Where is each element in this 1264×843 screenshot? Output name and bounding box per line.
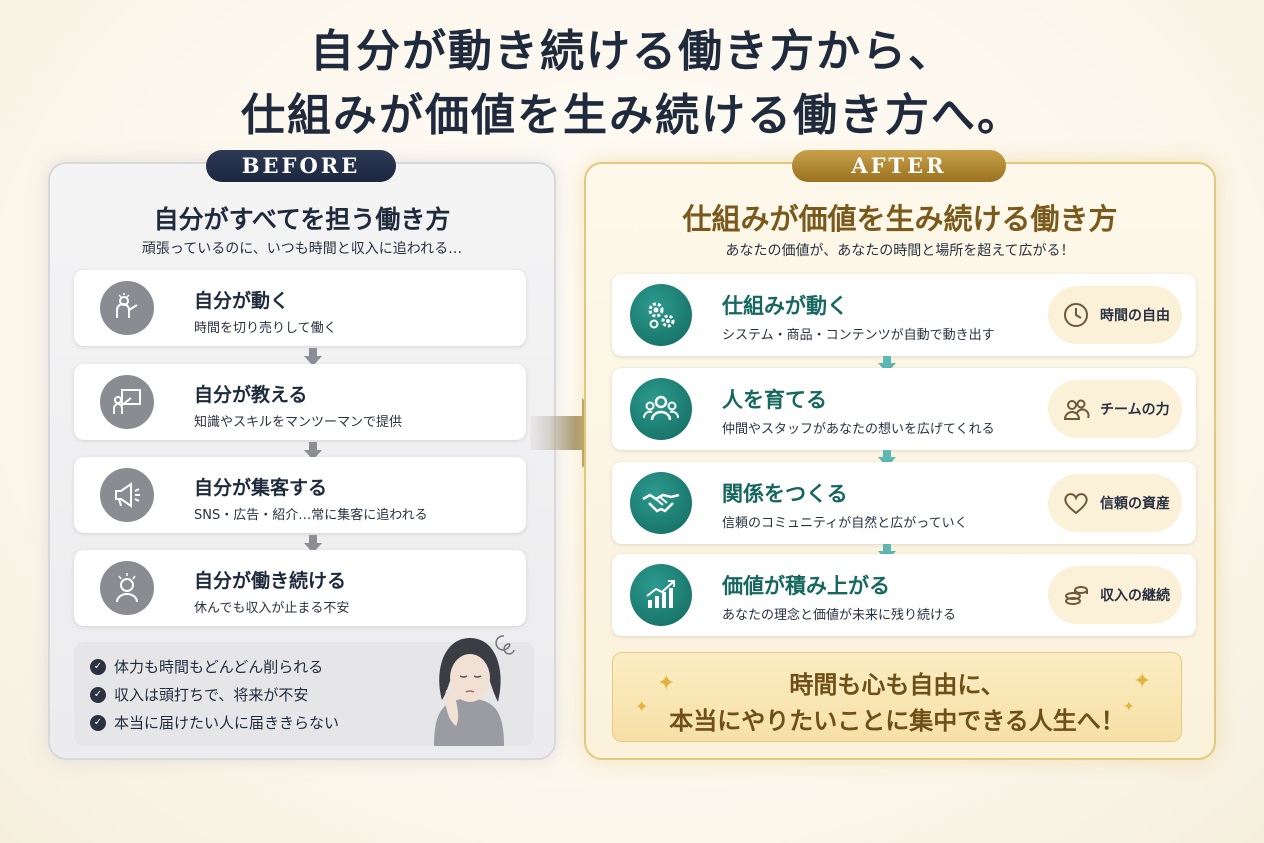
after-card-desc: あなたの理念と価値が未来に残り続ける — [722, 608, 957, 623]
flow-arrow-stem — [883, 356, 891, 364]
after-title: 仕組みが価値を生み続ける働き方 — [682, 202, 1118, 236]
problem-item: ✓ 体力も時間もどんどん削られる — [90, 656, 323, 677]
after-card-title: 人を育てる — [722, 388, 827, 412]
after-card-3: 関係をつくる 信頼のコミュニティが自然と広がっていく 信頼の資産 — [612, 462, 1196, 544]
handshake-icon — [630, 472, 692, 534]
after-panel: AFTER 仕組みが価値を生み続ける働き方 あなたの価値が、あなたの時間と場所を… — [584, 150, 1216, 760]
benefit-label: 収入の継続 — [1100, 588, 1170, 604]
headline-line-2: 仕組みが価値を生み続ける働き方へ。 — [241, 90, 1023, 141]
worried-woman-illustration — [434, 635, 515, 746]
after-card-4: 価値が積み上がる あなたの理念と価値が未来に残り続ける 収入の継続 — [612, 554, 1196, 636]
after-card-title: 関係をつくる — [722, 482, 848, 506]
people-icon — [1063, 399, 1090, 420]
problem-item: ✓ 本当に届けたい人に届ききらない — [90, 712, 339, 733]
after-card-desc: 信頼のコミュニティが自然と広がっていく — [722, 516, 968, 531]
check-icon: ✓ — [90, 714, 106, 731]
after-card-desc: システム・商品・コンテンツが自動で動き出す — [722, 328, 995, 343]
before-card-desc: 知識やスキルをマンツーマンで提供 — [194, 415, 403, 430]
before-subtitle: 頑張っているのに、いつも時間と収入に追われる… — [141, 241, 463, 257]
flow-arrow-stem — [883, 450, 891, 458]
sparkle-icon: ✦ — [1133, 669, 1152, 694]
before-title: 自分がすべてを担う働き方 — [153, 205, 451, 234]
sparkle-icon: ✦ — [635, 697, 649, 716]
check-icon: ✓ — [90, 686, 106, 703]
problem-text: 体力も時間もどんどん削られる — [114, 658, 324, 676]
after-subtitle: あなたの価値が、あなたの時間と場所を超えて広がる！ — [725, 243, 1075, 259]
team-icon — [630, 378, 692, 440]
check-icon: ✓ — [90, 658, 106, 675]
before-card-title: 自分が働き続ける — [194, 570, 347, 592]
before-panel: BEFORE 自分がすべてを担う働き方 頑張っているのに、いつも時間と収入に追わ… — [48, 150, 556, 760]
problem-text: 本当に届けたい人に届ききらない — [114, 714, 340, 732]
heart-icon — [1064, 493, 1088, 515]
flow-arrow-stem — [883, 544, 891, 552]
megaphone-icon — [100, 468, 154, 522]
clock-icon — [1064, 303, 1088, 327]
growth-chart-icon — [630, 564, 692, 626]
benefit-pill: 時間の自由 — [1048, 286, 1182, 344]
benefit-label: 信頼の資産 — [1100, 496, 1170, 512]
sparkle-icon: ✦ — [657, 671, 676, 696]
after-card-title: 価値が積み上がる — [722, 574, 890, 598]
before-card-4: 自分が働き続ける 休んでも収入が止まる不安 — [74, 550, 526, 626]
person-presenting-icon — [100, 281, 154, 335]
before-tag: BEFORE — [206, 150, 396, 182]
benefit-label: チームの力 — [1100, 402, 1170, 418]
after-conclusion-box: ✦ ✦ ✦ ✦ 時間も心も自由に、 本当にやりたいことに集中できる人生へ！ — [612, 652, 1182, 742]
flow-arrow-stem — [309, 535, 317, 543]
before-card-desc: 休んでも収入が止まる不安 — [194, 601, 350, 616]
headline: 自分が動き続ける働き方から、 仕組みが価値を生み続ける働き方へ。 — [0, 20, 1264, 148]
before-problems-box: ✓ 体力も時間もどんどん削られる ✓ 収入は頭打ちで、将来が不安 ✓ 本当に届け… — [74, 635, 534, 746]
down-arrow-icon — [304, 450, 322, 460]
benefit-label: 時間の自由 — [1100, 308, 1170, 324]
after-card-title: 仕組みが動く — [722, 294, 848, 318]
before-card-3: 自分が集客する SNS・広告・紹介…常に集客に追われる — [74, 457, 526, 533]
sparkle-icon: ✦ — [1123, 699, 1135, 715]
benefit-pill: 信頼の資産 — [1048, 474, 1182, 532]
conclusion-line-2: 本当にやりたいことに集中できる人生へ！ — [669, 706, 1125, 735]
after-card-desc: 仲間やスタッフがあなたの想いを広げてくれる — [722, 422, 995, 437]
down-arrow-icon — [304, 543, 322, 553]
after-card-1: 仕組みが動く システム・商品・コンテンツが自動で動き出す 時間の自由 — [612, 274, 1196, 356]
flow-arrow-stem — [309, 442, 317, 450]
before-card-title: 自分が教える — [194, 384, 308, 406]
benefit-pill: チームの力 — [1048, 380, 1182, 438]
stressed-person-icon — [100, 561, 154, 615]
after-tag: AFTER — [792, 150, 1006, 182]
after-card-2: 人を育てる 仲間やスタッフがあなたの想いを広げてくれる チームの力 — [612, 368, 1196, 450]
headline-line-1: 自分が動き続ける働き方から、 — [310, 26, 954, 77]
flow-arrow-stem — [309, 348, 317, 356]
teaching-board-icon — [100, 375, 154, 429]
before-card-title: 自分が集客する — [194, 477, 328, 499]
problem-text: 収入は頭打ちで、将来が不安 — [114, 686, 309, 704]
before-card-desc: SNS・広告・紹介…常に集客に追われる — [194, 508, 428, 523]
before-card-desc: 時間を切り売りして働く — [194, 321, 337, 336]
gears-icon — [630, 284, 692, 346]
before-card-2: 自分が教える 知識やスキルをマンツーマンで提供 — [74, 364, 526, 440]
before-card-1: 自分が動く 時間を切り売りして働く — [74, 270, 526, 346]
coins-icon — [1065, 586, 1088, 605]
down-arrow-icon — [304, 356, 322, 366]
benefit-pill: 収入の継続 — [1048, 566, 1182, 624]
problem-item: ✓ 収入は頭打ちで、将来が不安 — [90, 684, 308, 705]
before-card-title: 自分が動く — [194, 290, 290, 312]
conclusion-line-1: 時間も心も自由に、 — [789, 670, 1005, 699]
